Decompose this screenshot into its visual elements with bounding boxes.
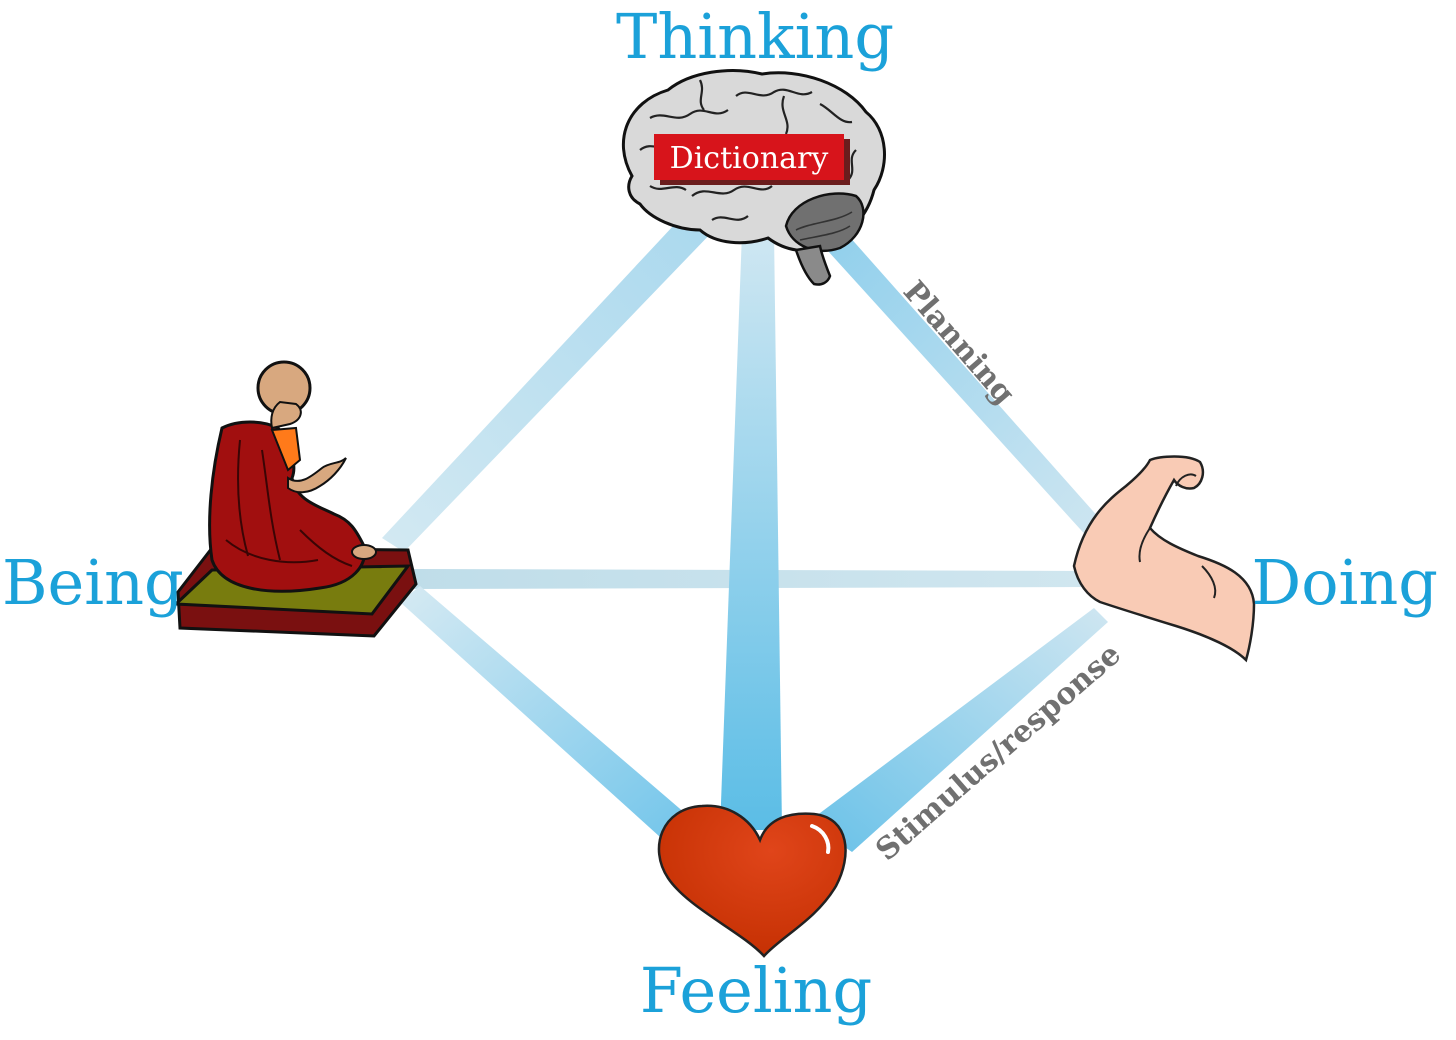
- dictionary-label: Dictionary: [670, 141, 829, 176]
- node-label-doing: Doing: [1252, 546, 1438, 619]
- edge-being-feeling: [400, 586, 700, 846]
- flexed-arm-icon: [1072, 455, 1256, 663]
- node-label-being: Being: [2, 546, 184, 619]
- node-label-thinking: Thinking: [616, 0, 894, 73]
- node-label-feeling: Feeling: [640, 954, 872, 1027]
- edge-feeling-doing: [808, 608, 1108, 852]
- heart-icon: [657, 804, 847, 958]
- edge-thinking-doing: [818, 226, 1108, 540]
- edges-layer: [382, 210, 1108, 852]
- dictionary-badge: Dictionary: [654, 134, 850, 185]
- meditating-monk-icon: [172, 360, 418, 638]
- edge-thinking-being: [382, 210, 716, 552]
- edge-thinking-feeling: [720, 232, 782, 830]
